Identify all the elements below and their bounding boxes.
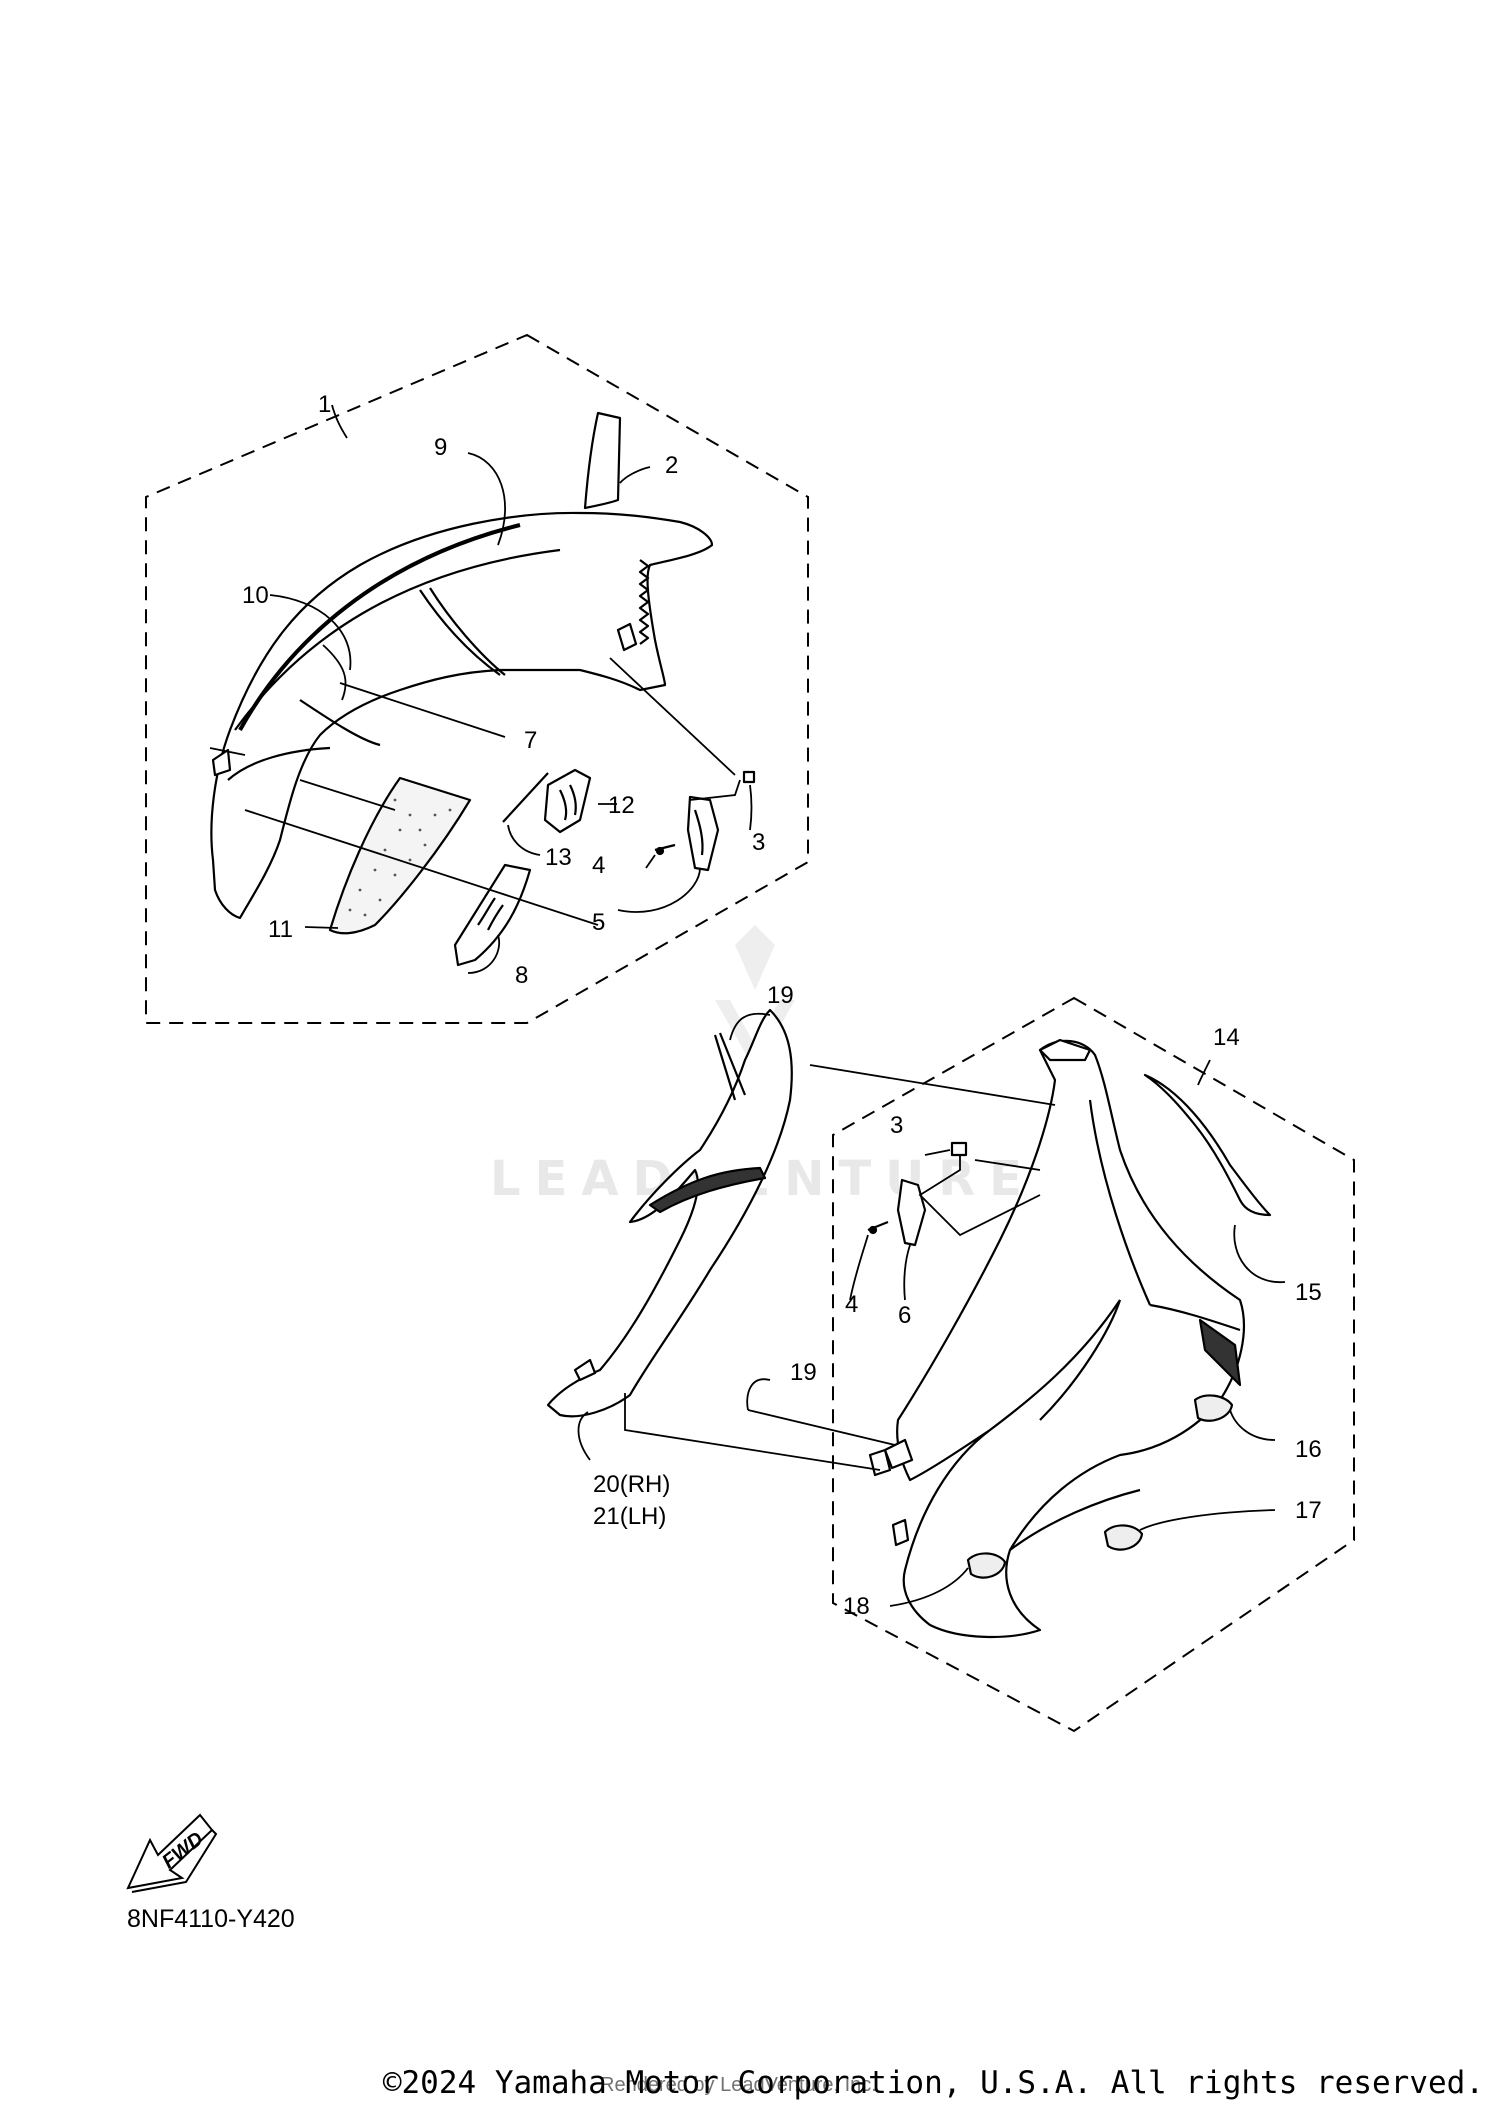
callout-7: 7 (524, 727, 537, 754)
callout-4: 4 (592, 852, 605, 879)
leader-lines-lower (577, 1012, 1286, 1607)
callout-15: 15 (1295, 1279, 1322, 1306)
callout-21-lh: 21(LH) (593, 1503, 666, 1530)
callout-16: 16 (1295, 1436, 1322, 1463)
assembly-14-outline (832, 996, 1355, 1733)
rendered-by-note: Rendered by LeadVenture, Inc. (600, 2074, 877, 2096)
callout-19-bottom: 19 (790, 1359, 817, 1386)
callout-6: 6 (898, 1302, 911, 1329)
side-cowl-assembly (546, 1008, 1272, 1639)
callout-12: 12 (608, 792, 635, 819)
callout-13: 13 (545, 844, 572, 871)
callout-11: 11 (268, 916, 293, 943)
assembly-1-outline-left (146, 335, 527, 550)
callout-3-lower: 3 (890, 1112, 903, 1139)
callout-labels: 1 2 3 4 5 7 8 9 10 11 12 13 14 15 16 17 … (242, 391, 1322, 1620)
callout-20-rh: 20(RH) (593, 1471, 670, 1498)
callout-19-top: 19 (767, 982, 794, 1009)
diagram-code: 8NF4110-Y420 (127, 1905, 295, 1933)
callout-10: 10 (242, 582, 269, 609)
callout-18: 18 (843, 1593, 870, 1620)
callout-5: 5 (592, 909, 605, 936)
callout-8: 8 (515, 962, 528, 989)
fwd-arrow-icon: FWD (126, 1813, 218, 1893)
assembly-1-outline (145, 333, 809, 1024)
callout-3: 3 (752, 829, 765, 856)
front-cowling-assembly (210, 411, 756, 967)
callout-17: 17 (1295, 1497, 1322, 1524)
callout-1: 1 (318, 391, 331, 418)
callout-9: 9 (434, 434, 447, 461)
leader-lines-upper (209, 404, 753, 974)
callout-4-lower: 4 (845, 1291, 858, 1318)
callout-14: 14 (1213, 1024, 1240, 1051)
callout-2: 2 (665, 452, 678, 479)
copyright-notice: ©2024 Yamaha Motor Corporation, U.S.A. A… (382, 2065, 1484, 2101)
